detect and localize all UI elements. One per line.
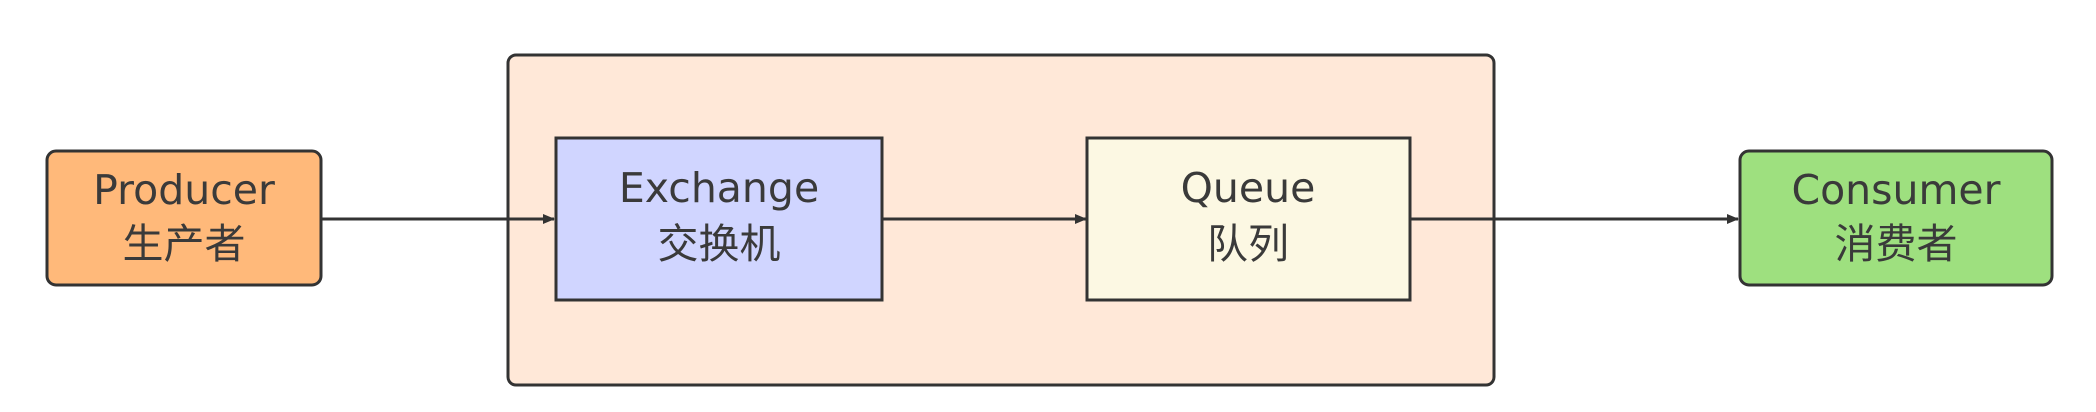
node-queue-box [1085, 136, 1412, 302]
node-queue: Queue 队列 [1085, 136, 1412, 302]
node-queue-subtitle: 队列 [1207, 220, 1289, 268]
node-consumer: Consumer 消费者 [1738, 149, 2054, 287]
node-consumer-subtitle: 消费者 [1835, 220, 1958, 268]
node-producer: Producer 生产者 [45, 149, 323, 287]
node-exchange-subtitle: 交换机 [658, 220, 781, 268]
node-exchange-box [554, 136, 884, 302]
node-consumer-title: Consumer [1791, 166, 2000, 214]
node-exchange-title: Exchange [619, 164, 819, 212]
node-consumer-box [1738, 149, 2054, 287]
node-producer-box [45, 149, 323, 287]
node-exchange: Exchange 交换机 [554, 136, 884, 302]
node-queue-title: Queue [1181, 164, 1316, 212]
node-producer-title: Producer [93, 166, 275, 214]
node-producer-subtitle: 生产者 [123, 220, 246, 268]
